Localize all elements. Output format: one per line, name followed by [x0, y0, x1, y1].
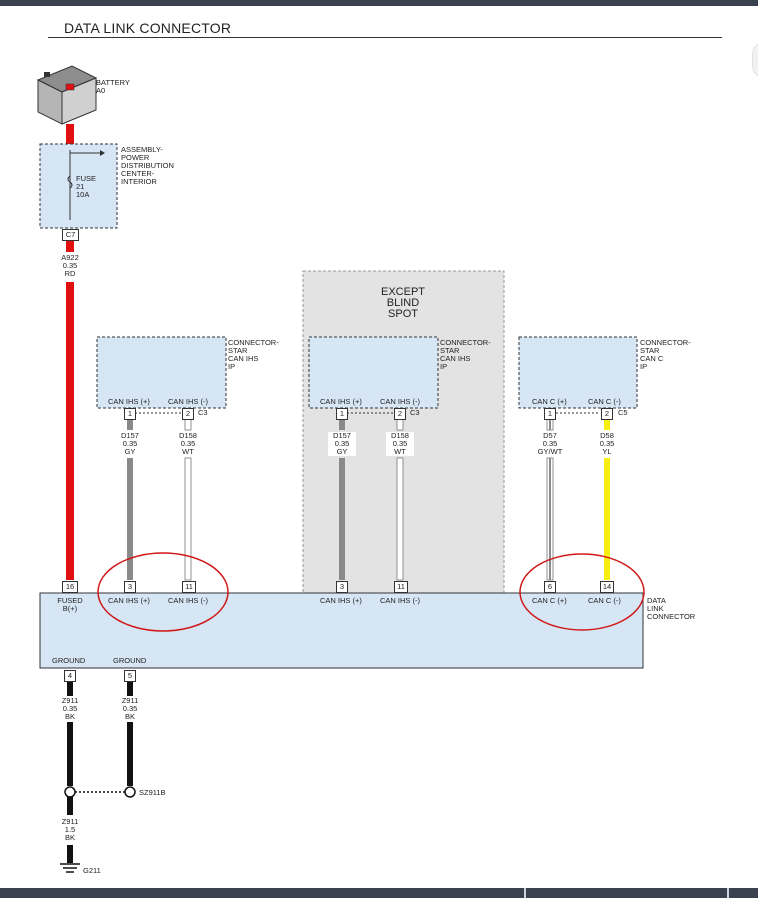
star-2-wire-pos: D157 0.35 GY [328, 432, 356, 456]
star-2-pos-label: CAN IHS (+) [320, 397, 362, 406]
dlc-pin-4: 11 [394, 581, 408, 593]
battery-label: BATTERY [96, 78, 130, 87]
dlc-pin-fused: 16 [62, 581, 78, 593]
star-3-pin-neg: 2 [601, 408, 613, 420]
dlc-label-6: CAN C (-) [588, 596, 621, 605]
ground-wire-1-label: Z911 0.35 BK [56, 697, 84, 721]
dlc-label-3: CAN IHS (+) [320, 596, 362, 605]
fuse-label: FUSE 21 10A [76, 174, 97, 199]
star-1-neg-label: CAN IHS (-) [168, 397, 208, 406]
title-rule [48, 37, 722, 38]
bottom-bar-divider [524, 888, 526, 898]
star-2-pin-pos: 1 [336, 408, 348, 420]
bottom-bar-divider [727, 888, 729, 898]
dlc-label-1: CAN IHS (+) [108, 596, 150, 605]
power-wire-upper [66, 124, 74, 144]
dlc-pin-6: 14 [600, 581, 614, 593]
page-title: DATA LINK CONNECTOR [64, 20, 232, 36]
dlc-label-2: CAN IHS (-) [168, 596, 208, 605]
highlight-circle-can-ihs [97, 552, 229, 632]
star-2-wire-neg: D158 0.35 WT [386, 432, 414, 456]
battery-icon [36, 65, 98, 125]
star-1-pos-label: CAN IHS (+) [108, 397, 150, 406]
star-3-pin-pos: 1 [544, 408, 556, 420]
star-1-pin-neg: 2 [182, 408, 194, 420]
star-box-1 [96, 336, 227, 409]
pdc-pin: C7 [62, 229, 79, 241]
star-2-pin-neg: 2 [394, 408, 406, 420]
dlc-pin-3: 3 [336, 581, 348, 593]
splice-label: SZ911B [139, 788, 166, 797]
star-3-pos-label: CAN C (+) [532, 397, 567, 406]
power-wire-mid [66, 238, 74, 252]
star-3-wire-pos: D57 0.35 GY/WT [534, 432, 566, 456]
star-2-neg-label: CAN IHS (-) [380, 397, 420, 406]
star-3-name: CONNECTOR- STAR CAN C IP [640, 338, 691, 371]
except-region-label: EXCEPT BLIND SPOT [380, 286, 425, 320]
ground-wire-2-label: Z911 0.35 BK [116, 697, 144, 721]
star-1-pin-pos: 1 [124, 408, 136, 420]
dlc-pin-1: 3 [124, 581, 136, 593]
dlc-ground-pin-1: 4 [64, 670, 76, 682]
dlc-ground-label-1: GROUND [52, 656, 86, 665]
star-2-name: CONNECTOR- STAR CAN IHS IP [440, 338, 491, 371]
dlc-box [39, 592, 644, 669]
ground-point-label: G211 [83, 866, 101, 875]
star-2-connector: C3 [410, 408, 420, 417]
power-wire-label: A922 0.35 RD [56, 254, 84, 278]
pdc-box [39, 143, 118, 229]
star-1-wire-pos: D157 0.35 GY [116, 432, 144, 456]
star-box-2 [308, 336, 439, 409]
ground-main-wire-label: Z911 1.5 BK [56, 818, 84, 842]
star-1-connector: C3 [198, 408, 208, 417]
pdc-label: ASSEMBLY- POWER DISTRIBUTION CENTER- INT… [121, 145, 174, 186]
bottom-window-bar [0, 888, 758, 898]
dlc-fused-label: FUSED B(+) [57, 596, 83, 613]
star-3-wire-neg: D58 0.35 YL [593, 432, 621, 456]
dlc-label-4: CAN IHS (-) [380, 596, 420, 605]
dlc-label-5: CAN C (+) [532, 596, 567, 605]
dlc-pin-2: 11 [182, 581, 196, 593]
dlc-name: DATA LINK CONNECTOR [647, 596, 696, 621]
power-wire-lower [66, 282, 74, 580]
highlight-circle-can-c [519, 553, 645, 631]
star-3-connector: C5 [618, 408, 628, 417]
dlc-ground-pin-2: 5 [124, 670, 136, 682]
star-box-3 [518, 336, 638, 409]
star-3-neg-label: CAN C (-) [588, 397, 621, 406]
battery-id: A0 [96, 86, 106, 95]
ground-symbol-icon [60, 863, 80, 873]
dlc-pin-5: 6 [544, 581, 556, 593]
star-1-name: CONNECTOR- STAR CAN IHS IP [228, 338, 279, 371]
top-window-bar [0, 0, 758, 6]
dlc-ground-label-2: GROUND [113, 656, 147, 665]
star-1-wire-neg: D158 0.35 WT [174, 432, 202, 456]
